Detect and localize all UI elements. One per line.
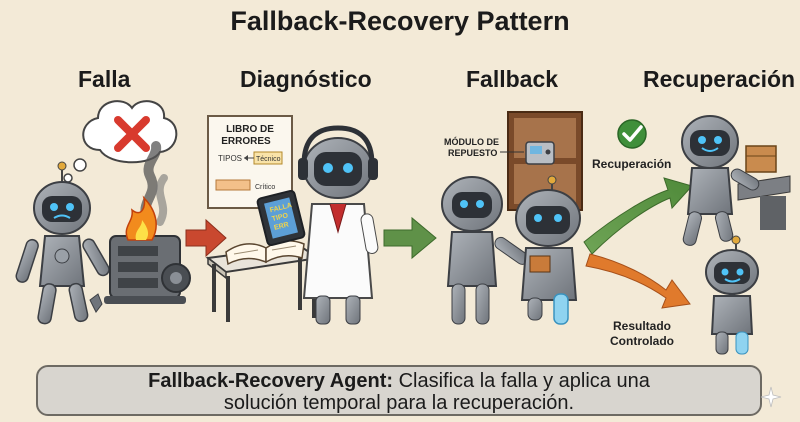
arrow-falla-to-diagnostico: [185, 218, 227, 258]
book-tecnico: Técnico: [256, 156, 281, 163]
tablet-line-tipo: TIPO: [271, 212, 289, 223]
stage-label-recuperacion: Recuperación: [643, 66, 796, 92]
check-icon: [617, 119, 647, 149]
book-tipos: TIPOS: [218, 154, 242, 163]
book-title-line1: LIBRO DE: [226, 124, 274, 135]
tablet-line-err: ERR: [273, 221, 289, 231]
sad-robot: [15, 161, 110, 325]
caption-line1-rest: Clasifica la falla y aplica una: [393, 370, 650, 392]
arrow-diagnostico-to-fallback: [383, 216, 437, 260]
stage-label-falla: Falla: [78, 66, 131, 92]
caption-line2: solución temporal para la recuperación.: [223, 392, 575, 414]
repaired-robot: [515, 175, 581, 325]
outcome-label-recuperacion: Recuperación: [592, 157, 671, 171]
helper-robot: [441, 176, 529, 325]
sparkle-icon: [760, 386, 782, 408]
caption-line1: Fallback-Recovery Agent: Clasifica la fa…: [38, 370, 760, 392]
fire-icon: [125, 195, 157, 241]
outcome-label-resultado-line1: Resultado: [613, 319, 671, 333]
diagram-title: Fallback-Recovery Pattern: [230, 6, 570, 36]
doctor-robot: [298, 125, 379, 325]
book-title-line2: ERRORES: [221, 136, 271, 147]
happy-robot: [681, 115, 760, 246]
stage-label-fallback: Fallback: [466, 66, 559, 92]
module-label-line2: REPUESTO: [448, 148, 497, 158]
arrow-to-resultado-controlado: [585, 253, 691, 309]
box-icon: [745, 145, 777, 173]
arrow-to-recuperacion: [583, 177, 693, 255]
tablet-icon: [256, 189, 306, 247]
error-book-board: [207, 115, 293, 209]
broken-engine: [104, 235, 191, 304]
module-label-line1: MÓDULO DE: [444, 136, 499, 147]
walking-robot: [705, 235, 759, 355]
book-critico: Crítico: [255, 184, 275, 191]
caption-agent-name: Fallback-Recovery Agent:: [148, 370, 394, 392]
open-book-icon: [225, 240, 305, 266]
error-x-icon: [114, 116, 150, 152]
stage-label-diagnostico: Diagnóstico: [240, 66, 372, 92]
caption-box: Fallback-Recovery Agent: Clasifica la fa…: [36, 365, 762, 416]
outcome-label-resultado-line2: Controlado: [610, 334, 674, 348]
spare-module-icon: [500, 141, 555, 165]
